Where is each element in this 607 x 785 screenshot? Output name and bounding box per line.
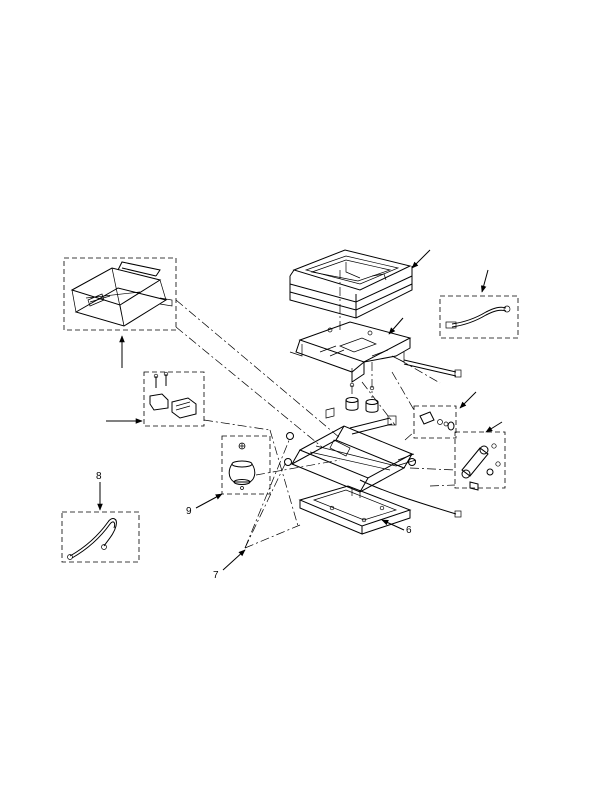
bumper-box bbox=[143, 371, 205, 427]
seat-mounting-plate bbox=[289, 321, 462, 383]
seat-cushion-arrow bbox=[411, 249, 431, 269]
isolator-bushings bbox=[345, 382, 379, 413]
base-plate-arrow bbox=[381, 519, 405, 531]
mounting-plate-arrow bbox=[388, 317, 404, 335]
air-spring-box bbox=[221, 435, 271, 495]
callout-9: 9 bbox=[186, 506, 192, 517]
callout-6: 6 bbox=[406, 525, 412, 536]
scissor-detail-box bbox=[63, 257, 177, 331]
air-hose-box bbox=[61, 511, 140, 563]
base-plate bbox=[298, 485, 412, 535]
assembly-leader-lines bbox=[175, 270, 456, 549]
cable-box bbox=[439, 295, 519, 339]
shock-absorber-arrow bbox=[485, 421, 503, 433]
seat-cushion bbox=[289, 249, 413, 319]
cable-arrow bbox=[480, 269, 489, 293]
valve-arrow bbox=[459, 391, 477, 409]
air-spring-arrow bbox=[195, 493, 223, 509]
callout-8: 8 bbox=[96, 471, 102, 482]
callout-7-arrow bbox=[222, 549, 246, 571]
valve-box bbox=[413, 405, 457, 439]
shock-absorber-box bbox=[454, 431, 506, 491]
callout-7: 7 bbox=[213, 570, 219, 581]
scissor-lift bbox=[284, 407, 462, 518]
